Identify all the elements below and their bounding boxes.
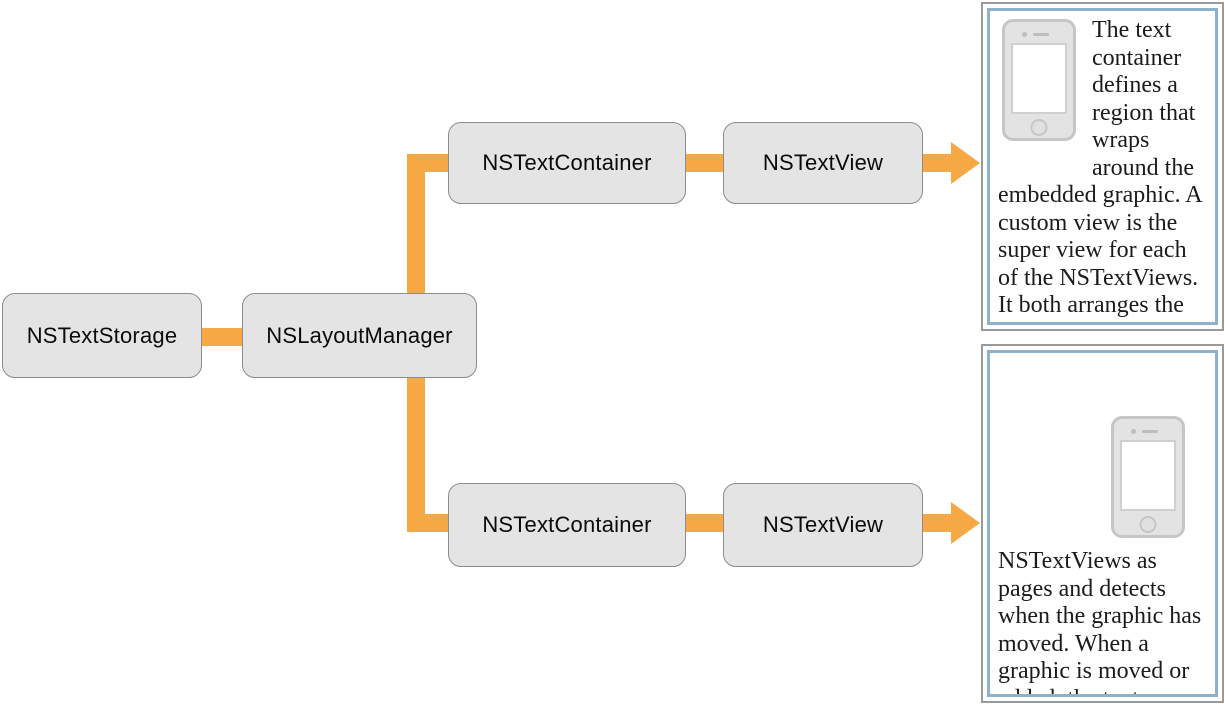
node-nstextcontainer-bottom: NSTextContainer <box>448 483 686 567</box>
annotation-text-bottom: NSTextViews as pages and detects when th… <box>998 548 1202 694</box>
phone-camera-dot <box>1131 429 1136 434</box>
phone-camera-dot <box>1022 32 1027 37</box>
annotation-box-top: The text container defines a region that… <box>981 2 1224 331</box>
node-nstextcontainer-top: NSTextContainer <box>448 122 686 204</box>
phone-home-button <box>1030 119 1048 136</box>
node-nstextview-top: NSTextView <box>723 122 923 204</box>
phone-speaker-slit <box>1142 430 1158 433</box>
embedded-graphic-wrap <box>1107 416 1207 548</box>
annotation-text-area: NSTextViews as pages and detects when th… <box>987 350 1218 697</box>
arrow-right-icon <box>951 502 980 544</box>
annotation-text-top: The text container defines a region that… <box>998 17 1202 318</box>
annotation-box-bottom: NSTextViews as pages and detects when th… <box>981 344 1224 703</box>
node-nstextstorage: NSTextStorage <box>2 293 202 378</box>
phone-speaker-slit <box>1033 33 1049 36</box>
node-label: NSTextContainer <box>482 512 652 537</box>
node-nstextview-bottom: NSTextView <box>723 483 923 567</box>
phone-screen <box>1120 440 1176 511</box>
node-label: NSTextView <box>762 512 884 537</box>
embedded-graphic-wrap <box>998 17 1092 157</box>
iphone-icon <box>1111 416 1185 538</box>
arrow-right-icon <box>951 142 980 184</box>
node-label: NSTextContainer <box>482 150 652 175</box>
iphone-icon <box>1002 19 1076 141</box>
node-label: NSLayoutManager <box>266 322 453 348</box>
phone-screen <box>1011 43 1067 114</box>
annotation-text-area: The text container defines a region that… <box>987 8 1218 325</box>
node-label: NSTextView <box>762 150 884 175</box>
connector-storage-to-layoutmanager <box>202 328 242 346</box>
node-label: NSTextStorage <box>26 322 178 348</box>
phone-home-button <box>1139 516 1157 533</box>
node-nslayoutmanager: NSLayoutManager <box>242 293 477 378</box>
